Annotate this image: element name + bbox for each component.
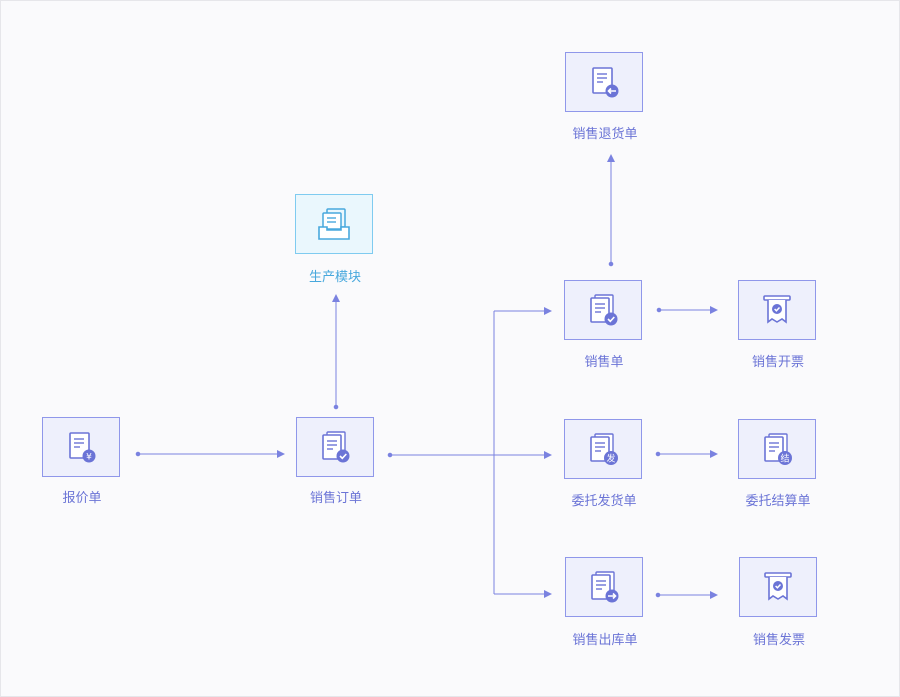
outbound-docs-arrow-right-icon [586,569,622,605]
node-sales-order[interactable] [296,417,374,477]
settle-docs-icon: 结 [759,431,795,467]
svg-text:¥: ¥ [86,453,92,463]
label-sales-invoice: 销售发票 [752,632,805,647]
label-sales-order: 销售订单 [309,490,362,505]
node-sales-invoice[interactable] [739,557,817,617]
label-sales: 销售单 [584,354,624,369]
quote-doc-yen-icon: ¥ [63,429,99,465]
label-sales-outbound: 销售出库单 [572,632,638,647]
svg-text:发: 发 [606,453,615,465]
sales-docs-check-icon [585,292,621,328]
receipt-check-icon [759,292,795,328]
label-consign-delivery: 委托发货单 [571,493,637,508]
label-consign-settlement: 委托结算单 [745,493,811,508]
order-docs-check-icon [317,429,353,465]
node-consign-delivery[interactable]: 发 [564,419,642,479]
node-sales[interactable] [564,280,642,340]
node-sales-billing[interactable] [738,280,816,340]
label-quote: 报价单 [62,490,102,505]
label-sales-billing: 销售开票 [751,354,804,369]
consign-docs-icon: 发 [585,431,621,467]
return-doc-arrow-left-icon [586,64,622,100]
node-sales-outbound[interactable] [565,557,643,617]
receipt-check-icon [760,569,796,605]
label-sales-return: 销售退货单 [572,126,638,141]
production-tray-icon [314,206,354,242]
svg-text:结: 结 [780,453,789,465]
node-production-module[interactable] [295,194,373,254]
node-sales-return[interactable] [565,52,643,112]
node-quote[interactable]: ¥ [42,417,120,477]
label-production-module: 生产模块 [308,269,361,284]
node-consign-settlement[interactable]: 结 [738,419,816,479]
